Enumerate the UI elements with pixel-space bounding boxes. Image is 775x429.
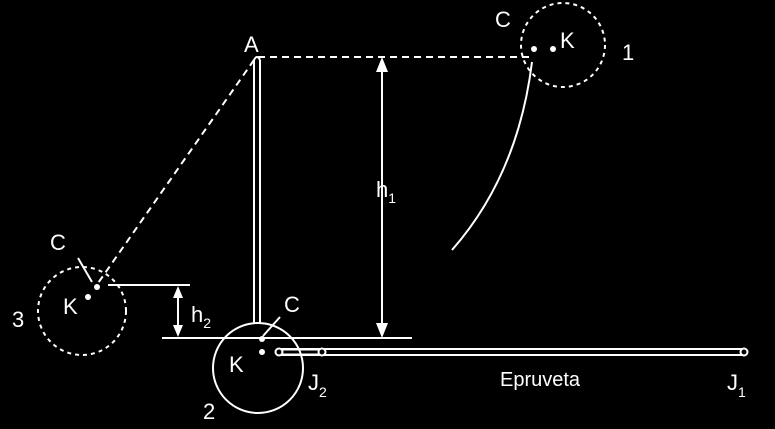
pendulum-circle-2 xyxy=(212,322,304,414)
position-label-3: 3 xyxy=(12,307,24,332)
h2-arrow-top xyxy=(173,286,183,298)
contact-point-bottom xyxy=(259,336,265,342)
specimen-end-left xyxy=(274,347,284,357)
pivot-label: A xyxy=(244,32,259,57)
contact-label-left: C xyxy=(50,230,66,255)
contact-leader-bottom xyxy=(262,316,281,337)
h1-arrow-top xyxy=(376,57,388,72)
joint-1-label: J1 xyxy=(727,370,746,400)
contact-label-top: C xyxy=(495,7,511,32)
position-label-2: 2 xyxy=(203,399,215,424)
h2-label: h2 xyxy=(191,302,211,331)
center-label-top: K xyxy=(560,28,575,53)
center-point-top xyxy=(550,46,556,52)
contact-leader-left xyxy=(77,257,93,283)
position-label-1: 1 xyxy=(622,40,634,65)
h2-arrow-bottom xyxy=(173,325,183,337)
pendulum-circle-3 xyxy=(37,266,127,356)
specimen-joint-2 xyxy=(317,347,327,357)
h1-label: h1 xyxy=(376,177,396,206)
swing-arc xyxy=(451,61,533,251)
left-dashed-line xyxy=(95,59,255,287)
center-label-left: K xyxy=(63,294,78,319)
contact-label-bottom: C xyxy=(284,292,300,317)
pendulum-circle-1 xyxy=(520,2,606,88)
pendulum-rod-top xyxy=(253,56,261,61)
specimen-joint-1 xyxy=(739,347,749,357)
center-point-left xyxy=(85,294,91,300)
center-point-bottom xyxy=(259,349,265,355)
joint-2-label: J2 xyxy=(308,370,327,400)
h1-arrow-bottom xyxy=(376,323,388,338)
specimen-label: Epruveta xyxy=(500,369,581,391)
contact-point-top xyxy=(531,46,537,52)
center-label-bottom: K xyxy=(229,352,244,377)
contact-point-left xyxy=(94,284,100,290)
